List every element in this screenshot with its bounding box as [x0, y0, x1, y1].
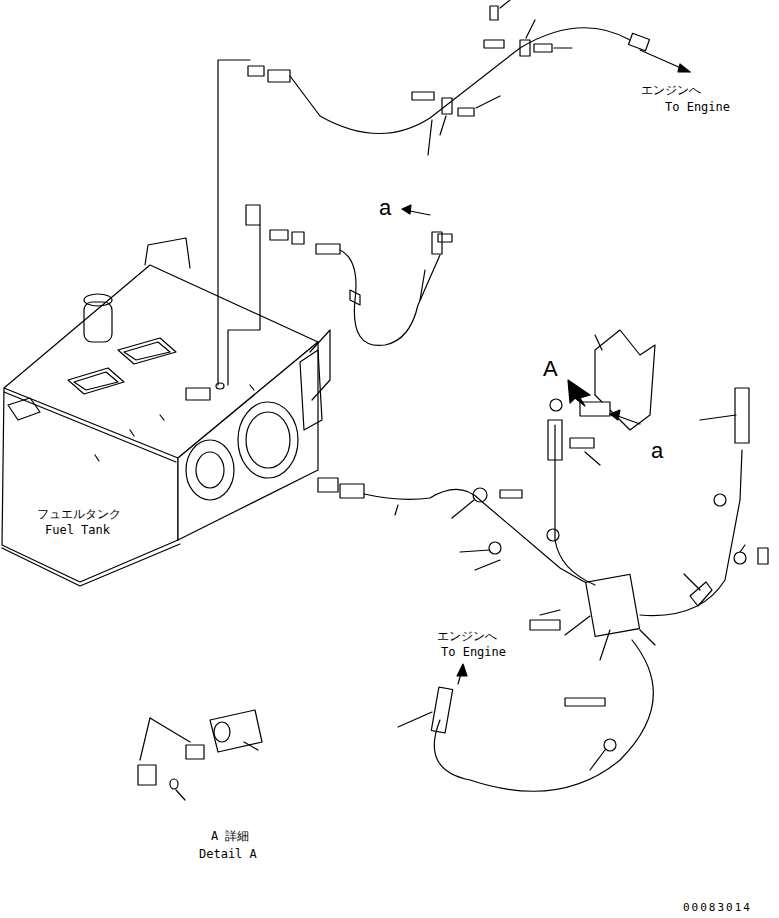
part-label: To Engine [440, 646, 507, 660]
part-label: Fuel Tank [44, 524, 111, 538]
fuel-tank [2, 238, 330, 586]
part-label: A 詳細 [210, 830, 250, 844]
part-label: エンジンへ [436, 630, 498, 644]
bracket-a [550, 330, 655, 465]
part-label: A [542, 356, 559, 381]
part-label: フュエルタンク [36, 508, 122, 522]
middle-hose [246, 205, 452, 345]
part-label: a [378, 195, 392, 220]
part-label: To Engine [664, 101, 731, 115]
part-label: 00083014 [682, 902, 753, 915]
top-hose [248, 0, 690, 155]
detail-a [138, 710, 262, 800]
part-label: エンジンへ [640, 84, 702, 98]
part-label: a [650, 438, 664, 463]
lower-hoses [318, 388, 768, 791]
part-label: Detail A [198, 848, 258, 862]
